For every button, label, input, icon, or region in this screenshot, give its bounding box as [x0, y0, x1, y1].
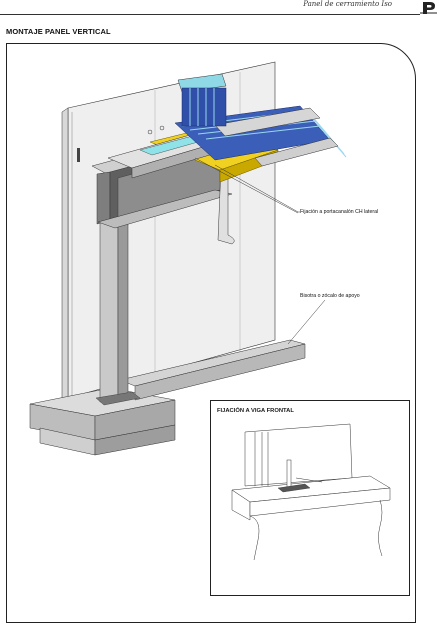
brand-logo-icon [420, 2, 437, 14]
header-title: Panel de cerramiento Iso [303, 0, 392, 8]
column-front [99, 205, 119, 403]
detail-drawing [231, 423, 391, 561]
fixing-callout: Fijación a portacanalón CH lateral [300, 209, 379, 215]
bolt-icon [159, 125, 165, 131]
purlin-2 [254, 137, 339, 167]
detail-title: FIJACIÓN A VIGA FRONTAL [217, 408, 294, 414]
wall-bracket [77, 148, 80, 162]
plinth-leader [287, 299, 326, 345]
section-title: MONTAJE PANEL VERTICAL [6, 27, 111, 36]
beam-bottom-flange [97, 189, 233, 229]
wall-edge [61, 107, 69, 403]
beam-web [96, 171, 111, 225]
vertical-panel-cap [177, 73, 227, 93]
wall-panel [67, 61, 276, 399]
vertical-panels [181, 87, 227, 127]
drawing-frame [6, 43, 416, 623]
purlin-1 [214, 107, 321, 137]
fixing-leader [214, 164, 300, 213]
plinth-callout: Bisotra o zócalo de apoyo [300, 293, 360, 299]
bolt-icon [147, 129, 153, 135]
header-bar [0, 2, 420, 15]
detail-box: FIJACIÓN A VIGA FRONTAL [210, 400, 410, 596]
column-side [117, 205, 129, 401]
